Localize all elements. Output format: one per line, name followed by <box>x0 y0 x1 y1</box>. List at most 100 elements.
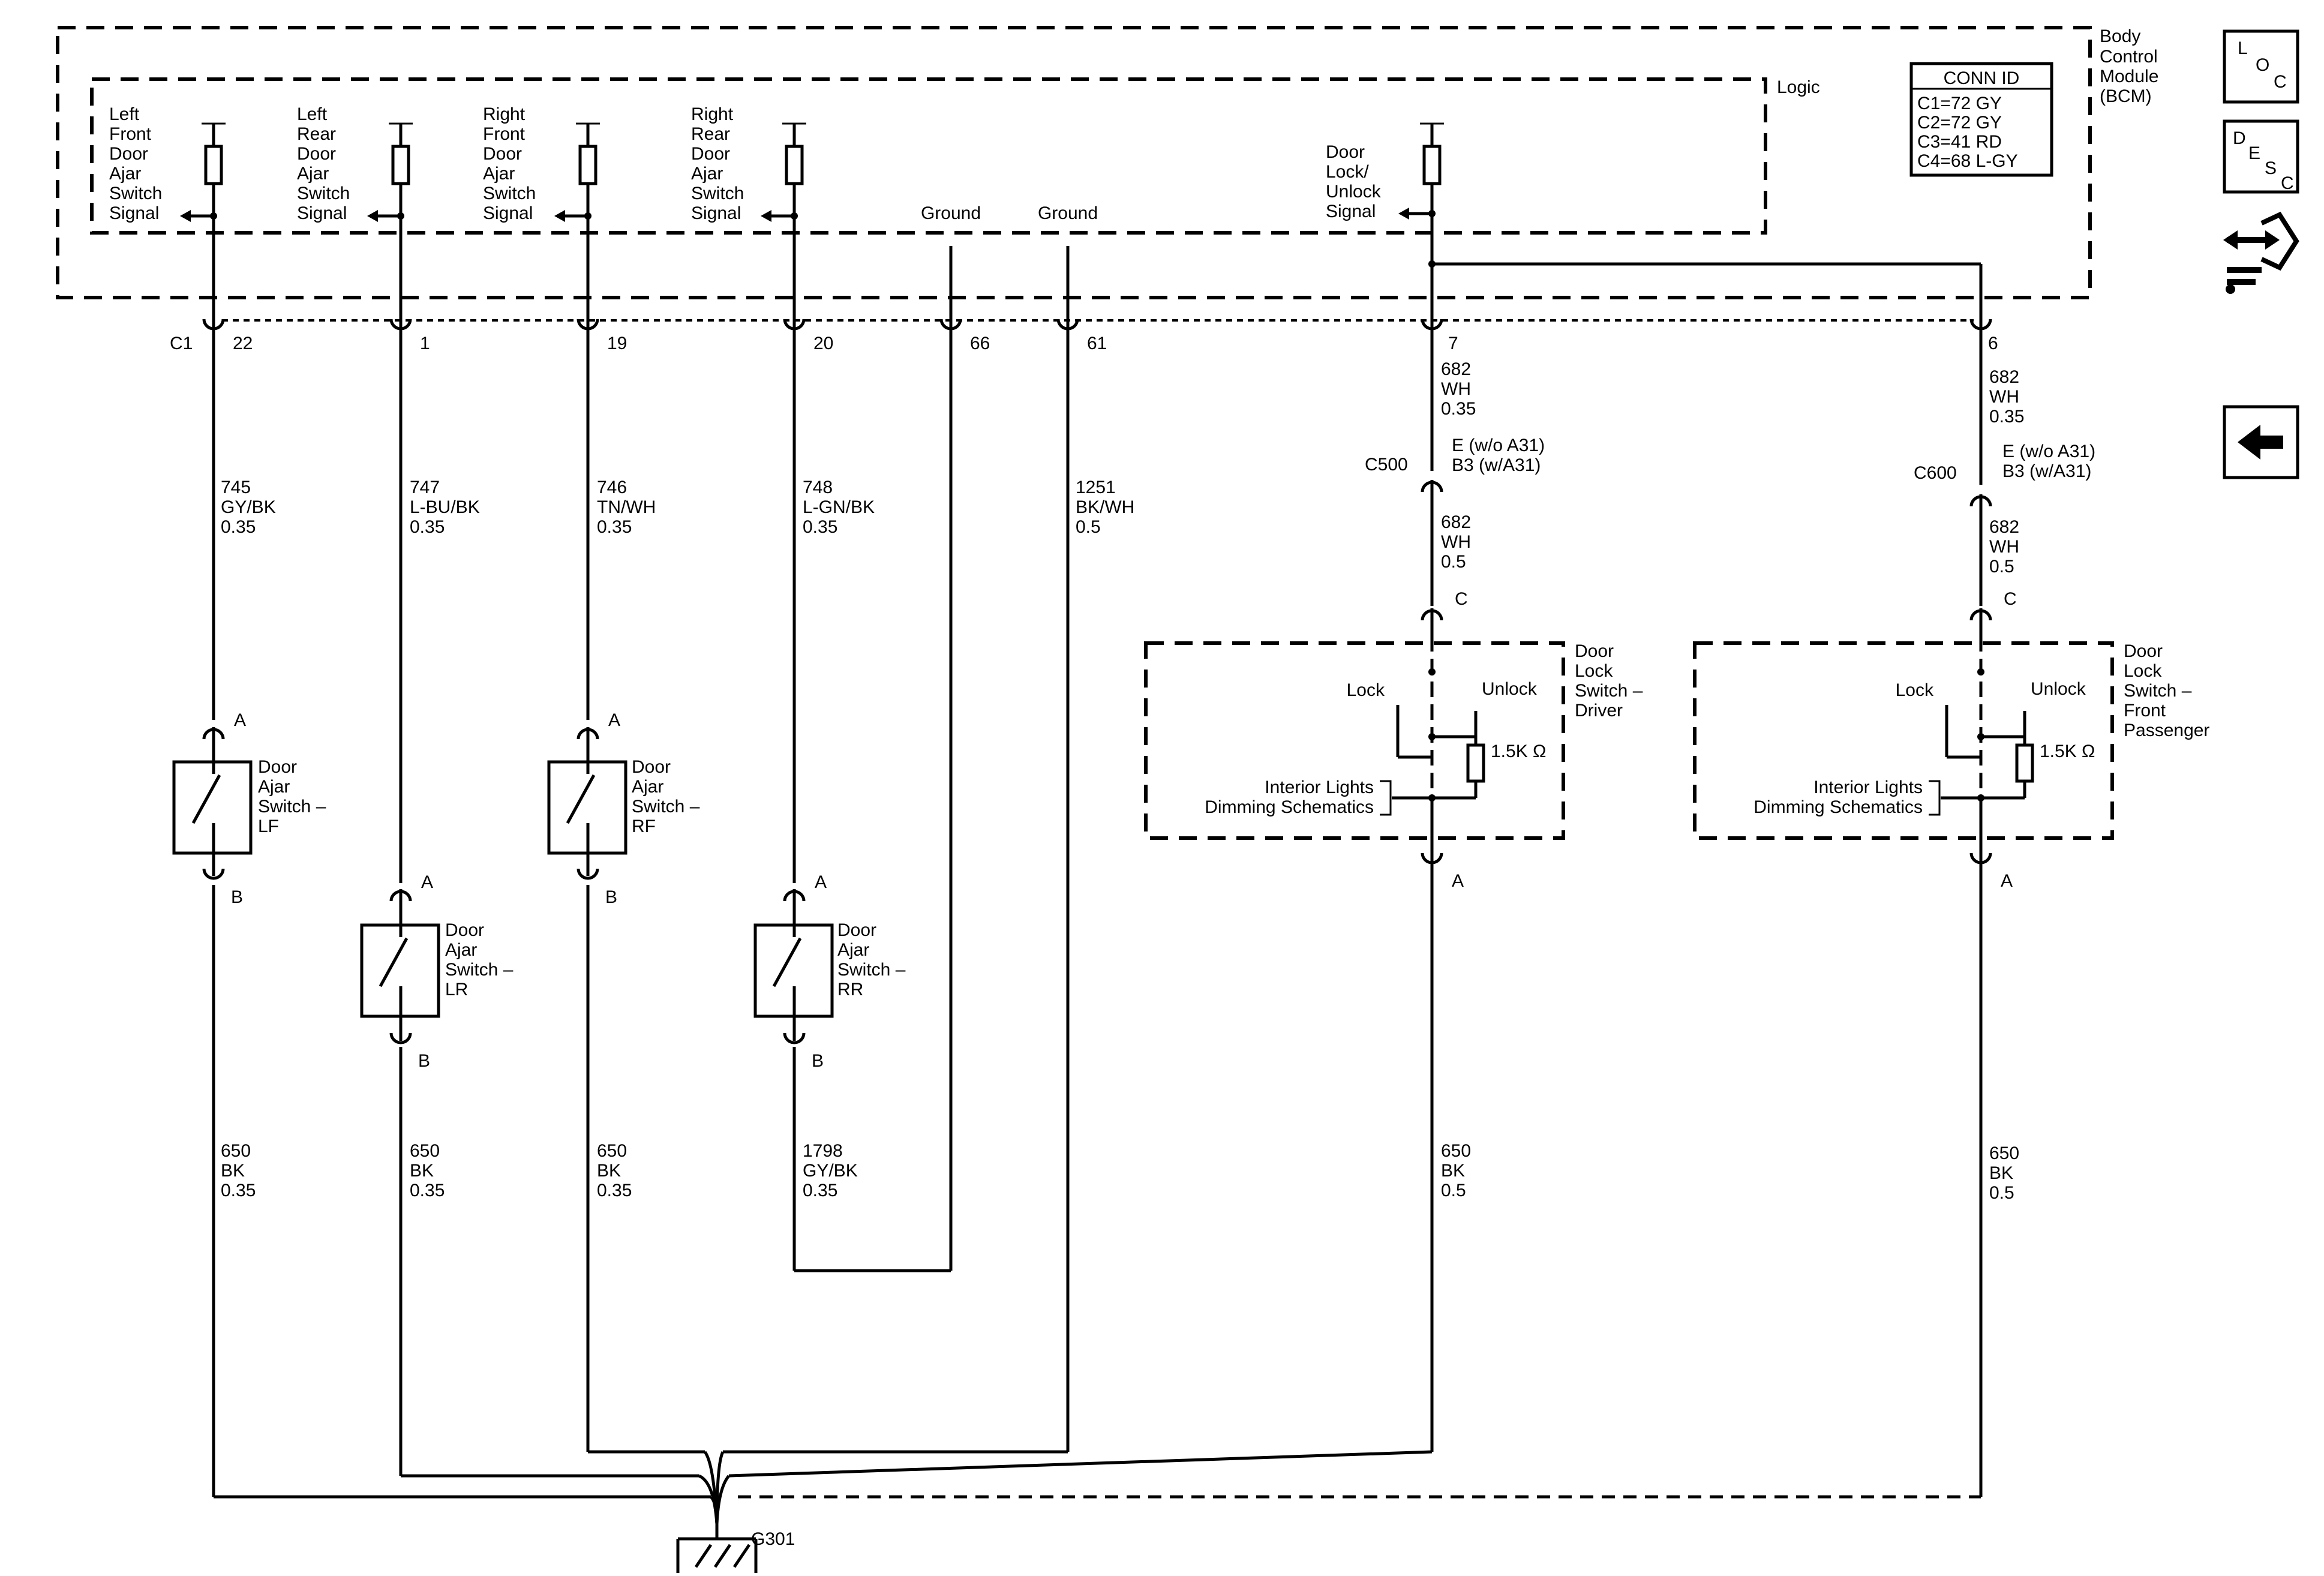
svg-text:0.5: 0.5 <box>1076 517 1101 537</box>
conn-id-title: CONN ID <box>1944 68 2020 88</box>
svg-text:Switch –: Switch – <box>837 960 906 980</box>
svg-text:746: 746 <box>597 478 627 497</box>
wire-label: 746 TN/WH 0.35 <box>597 478 656 537</box>
svg-text:682: 682 <box>1441 512 1471 532</box>
svg-text:B3 (w/A31): B3 (w/A31) <box>1452 455 1541 475</box>
svg-text:A: A <box>815 872 827 892</box>
svg-text:D: D <box>2233 128 2246 148</box>
signal-label-lock: Door Lock/ Unlock Signal <box>1326 142 1382 221</box>
svg-text:Ajar: Ajar <box>297 164 329 184</box>
svg-text:Ajar: Ajar <box>837 940 869 960</box>
inline-connector-c500: C500 E (w/o A31) B3 (w/A31) 682 WH 0.5 <box>1365 436 1545 572</box>
svg-text:Ajar: Ajar <box>258 777 290 797</box>
conn-id-row: C3=41 RD <box>1917 132 2002 152</box>
svg-text:745: 745 <box>221 478 251 497</box>
svg-text:Dimming Schematics: Dimming Schematics <box>1753 797 1923 817</box>
pin-number: 6 <box>1988 334 1998 353</box>
svg-text:Switch –: Switch – <box>2124 681 2192 701</box>
svg-text:C: C <box>2281 173 2294 193</box>
pin-number: 66 <box>970 334 990 353</box>
svg-text:Signal: Signal <box>109 203 159 223</box>
svg-text:A: A <box>421 872 433 892</box>
svg-text:B: B <box>418 1051 430 1071</box>
svg-text:Front: Front <box>483 124 526 144</box>
svg-text:Interior Lights: Interior Lights <box>1265 778 1374 797</box>
svg-text:Front: Front <box>109 124 152 144</box>
svg-text:Unlock: Unlock <box>1482 679 1538 699</box>
svg-text:Switch: Switch <box>297 184 350 203</box>
svg-text:Unlock: Unlock <box>1326 182 1382 202</box>
svg-text:Ajar: Ajar <box>445 940 477 960</box>
svg-text:B: B <box>605 887 617 907</box>
bcm-connector-c1 <box>202 307 1992 331</box>
wire-label: 1251 BK/WH 0.5 <box>1076 478 1134 537</box>
signal-label-lf: Left Front Door Ajar Switch Signal <box>109 104 162 223</box>
desc-button[interactable]: D E S C <box>2223 119 2299 194</box>
signal-label-rr: Right Rear Door Ajar Switch Signal <box>691 104 744 223</box>
svg-text:0.35: 0.35 <box>410 1181 445 1200</box>
svg-text:GY/BK: GY/BK <box>803 1161 858 1181</box>
back-arrow-icon[interactable] <box>2223 405 2299 479</box>
svg-text:Rear: Rear <box>691 124 730 144</box>
svg-text:WH: WH <box>1441 532 1471 552</box>
svg-text:Lock: Lock <box>1896 680 1934 700</box>
pin-number: 61 <box>1087 334 1107 353</box>
svg-text:B: B <box>812 1051 824 1071</box>
svg-text:Switch: Switch <box>109 184 162 203</box>
wire-label: 682 WH 0.35 <box>1989 367 2024 427</box>
svg-text:Lock: Lock <box>1347 680 1385 700</box>
svg-text:BK: BK <box>221 1161 245 1181</box>
svg-text:0.5: 0.5 <box>1441 1181 1466 1200</box>
svg-text:Interior Lights: Interior Lights <box>1813 778 1923 797</box>
svg-text:748: 748 <box>803 478 833 497</box>
svg-text:C600: C600 <box>1914 463 1957 483</box>
wiring <box>212 214 1983 1539</box>
svg-text:BK: BK <box>1989 1163 2013 1183</box>
svg-text:Door: Door <box>837 920 876 940</box>
conn-id-row: C2=72 GY <box>1917 113 2002 133</box>
svg-text:LF: LF <box>258 816 279 836</box>
svg-text:0.35: 0.35 <box>410 517 445 537</box>
pin-number: 7 <box>1448 334 1458 353</box>
svg-text:0.35: 0.35 <box>803 1181 837 1200</box>
svg-text:Lock: Lock <box>1575 661 1613 681</box>
pin-number: 19 <box>607 334 627 353</box>
svg-text:E (w/o A31): E (w/o A31) <box>2002 442 2095 461</box>
svg-text:650: 650 <box>1989 1143 2019 1163</box>
svg-text:RR: RR <box>837 980 863 999</box>
wire-label: 1798 GY/BK 0.35 <box>803 1141 858 1200</box>
svg-text:E: E <box>2248 143 2260 163</box>
svg-text:682: 682 <box>1441 359 1471 379</box>
svg-text:Switch –: Switch – <box>258 797 326 816</box>
loc-button[interactable]: L O C <box>2223 29 2299 104</box>
svg-text:Left: Left <box>297 104 328 124</box>
conn-id-row: C1=72 GY <box>1917 94 2002 113</box>
svg-text:BK: BK <box>410 1161 434 1181</box>
conn-id-row: C4=68 L-GY <box>1917 151 2018 171</box>
svg-text:B: B <box>231 887 243 907</box>
svg-text:Lock: Lock <box>2124 661 2162 681</box>
svg-text:L: L <box>2238 38 2248 58</box>
svg-text:WH: WH <box>1989 537 2019 557</box>
logic-label: Logic <box>1777 77 1820 97</box>
svg-text:Switch –: Switch – <box>632 797 700 816</box>
pin-number: 20 <box>813 334 833 353</box>
door-ajar-switch-rf: A B Door Ajar Switch – RF <box>547 710 700 907</box>
svg-text:C: C <box>2274 72 2287 92</box>
svg-text:C: C <box>1455 589 1468 609</box>
connector-end-view-icon[interactable] <box>2223 211 2299 294</box>
svg-text:650: 650 <box>221 1141 251 1161</box>
svg-text:L-BU/BK: L-BU/BK <box>410 497 480 517</box>
svg-text:WH: WH <box>1989 387 2019 407</box>
svg-text:Door: Door <box>2124 641 2163 661</box>
wire-label: 650 BK 0.35 <box>597 1141 632 1200</box>
svg-text:0.5: 0.5 <box>1989 557 2014 577</box>
ground-label: Ground <box>921 203 981 223</box>
svg-text:Passenger: Passenger <box>2124 721 2209 740</box>
svg-text:650: 650 <box>1441 1141 1471 1161</box>
svg-text:0.35: 0.35 <box>221 517 256 537</box>
svg-text:0.5: 0.5 <box>1989 1183 2014 1203</box>
ground-label: Ground <box>1038 203 1098 223</box>
svg-text:E (w/o A31): E (w/o A31) <box>1452 436 1545 455</box>
svg-text:Door: Door <box>483 144 522 164</box>
